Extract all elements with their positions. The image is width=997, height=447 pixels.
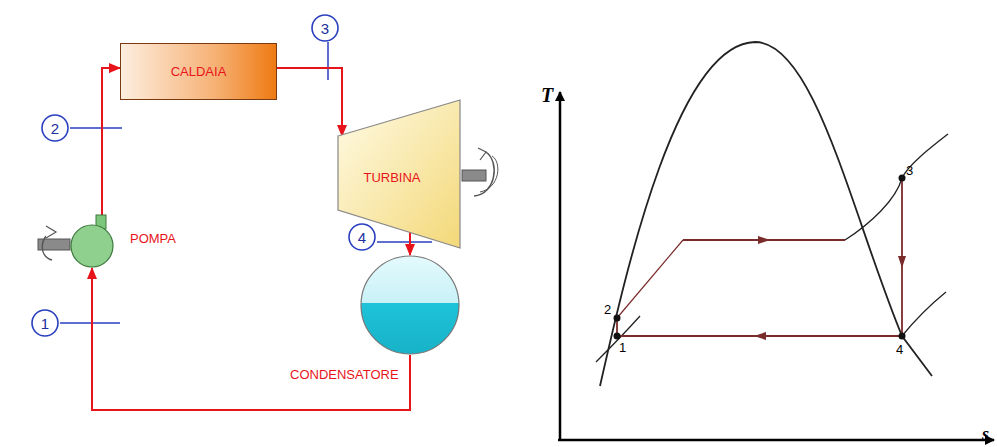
node-outline: [360, 255, 460, 355]
node-outline: [70, 215, 114, 268]
component-label: CONDENSATORE: [288, 367, 401, 382]
component-label: CALDAIA: [171, 64, 227, 79]
component-label: POMPA: [128, 231, 178, 246]
pipe: [277, 68, 342, 136]
pipe: [102, 68, 120, 215]
callout-number: 2: [41, 114, 69, 142]
callout-number: 2: [51, 120, 59, 137]
state-point: 2: [604, 302, 611, 317]
condenser-symbol: CONDENSATORE: [360, 255, 460, 355]
callout-number: 4: [358, 229, 366, 246]
axis-label: s: [982, 424, 989, 445]
callout-number: 1: [41, 315, 49, 332]
callout-number: 4: [348, 223, 376, 251]
ts-diagram: [558, 42, 994, 441]
state-point: 4: [896, 342, 903, 357]
state-point: 1: [619, 340, 626, 355]
axis-label: T: [541, 84, 553, 107]
pipe: [409, 232, 411, 255]
pipe: [92, 268, 410, 410]
boiler-box: CALDAIA: [120, 43, 277, 100]
turbine-shaft: [462, 148, 498, 196]
component-label: TURBINA: [363, 170, 420, 185]
callout-number: 3: [321, 20, 329, 37]
state-point: 3: [906, 163, 913, 178]
callout-number: 1: [31, 309, 59, 337]
pump-shaft: [38, 226, 70, 260]
callout-number: 3: [311, 14, 339, 42]
pump-symbol: POMPA: [70, 215, 114, 268]
